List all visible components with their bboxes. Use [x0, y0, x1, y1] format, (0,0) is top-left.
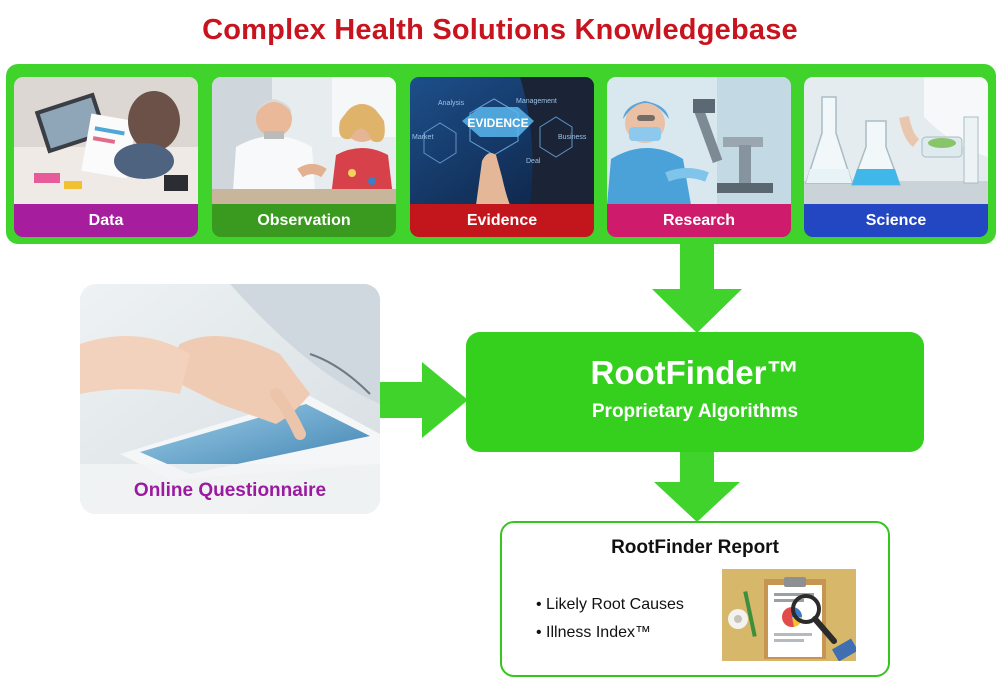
card-data: Data [14, 77, 198, 237]
questionnaire-card: Online Questionnaire [80, 284, 380, 514]
card-label-data: Data [14, 204, 198, 237]
report-bullet-illness-index: Illness Index™ [546, 624, 651, 641]
observation-photo [212, 77, 396, 205]
arrow-right-icon [380, 362, 468, 438]
evidence-word-business: Business [558, 134, 587, 141]
list-item: • Illness Index™ [536, 624, 651, 641]
card-label-evidence: Evidence [410, 204, 594, 237]
report-bullets: • Likely Root Causes • Illness Index™ [536, 591, 684, 647]
rootfinder-title: RootFinder™ [590, 354, 800, 391]
report-title: RootFinder Report [611, 537, 779, 558]
report-magnifier-icon [722, 569, 856, 661]
evidence-word-main: EVIDENCE [467, 116, 528, 130]
research-photo [607, 77, 791, 205]
arrow-down-report-icon [654, 452, 740, 522]
questionnaire-label: Online Questionnaire [133, 480, 327, 501]
card-science: Science [804, 77, 988, 237]
rootfinder-subtitle: Proprietary Algorithms [591, 401, 799, 422]
card-label-science: Science [804, 204, 988, 237]
report-bullet-root-causes: Likely Root Causes [546, 596, 684, 613]
arrow-down-icon [652, 243, 742, 333]
evidence-word-market: Market [412, 134, 433, 141]
card-evidence: EVIDENCE Analysis Management Market Busi… [410, 77, 594, 237]
data-photo [14, 77, 198, 205]
page-title: Complex Health Solutions Knowledgebase [202, 14, 798, 46]
card-label-observation: Observation [212, 204, 396, 237]
list-item: • Likely Root Causes [536, 596, 684, 613]
science-photo [804, 77, 988, 205]
card-label-research: Research [607, 204, 791, 237]
evidence-word-deal: Deal [526, 158, 541, 165]
card-research: Research [607, 77, 791, 237]
evidence-word-management: Management [516, 98, 557, 105]
report-box: RootFinder Report • Likely Root Causes •… [500, 521, 890, 677]
card-observation: Observation [212, 77, 396, 237]
evidence-photo: EVIDENCE Analysis Management Market Busi… [410, 77, 594, 205]
evidence-word-analysis: Analysis [438, 100, 465, 107]
rootfinder-box: RootFinder™ Proprietary Algorithms [466, 332, 924, 452]
tablet-photo [80, 284, 380, 514]
